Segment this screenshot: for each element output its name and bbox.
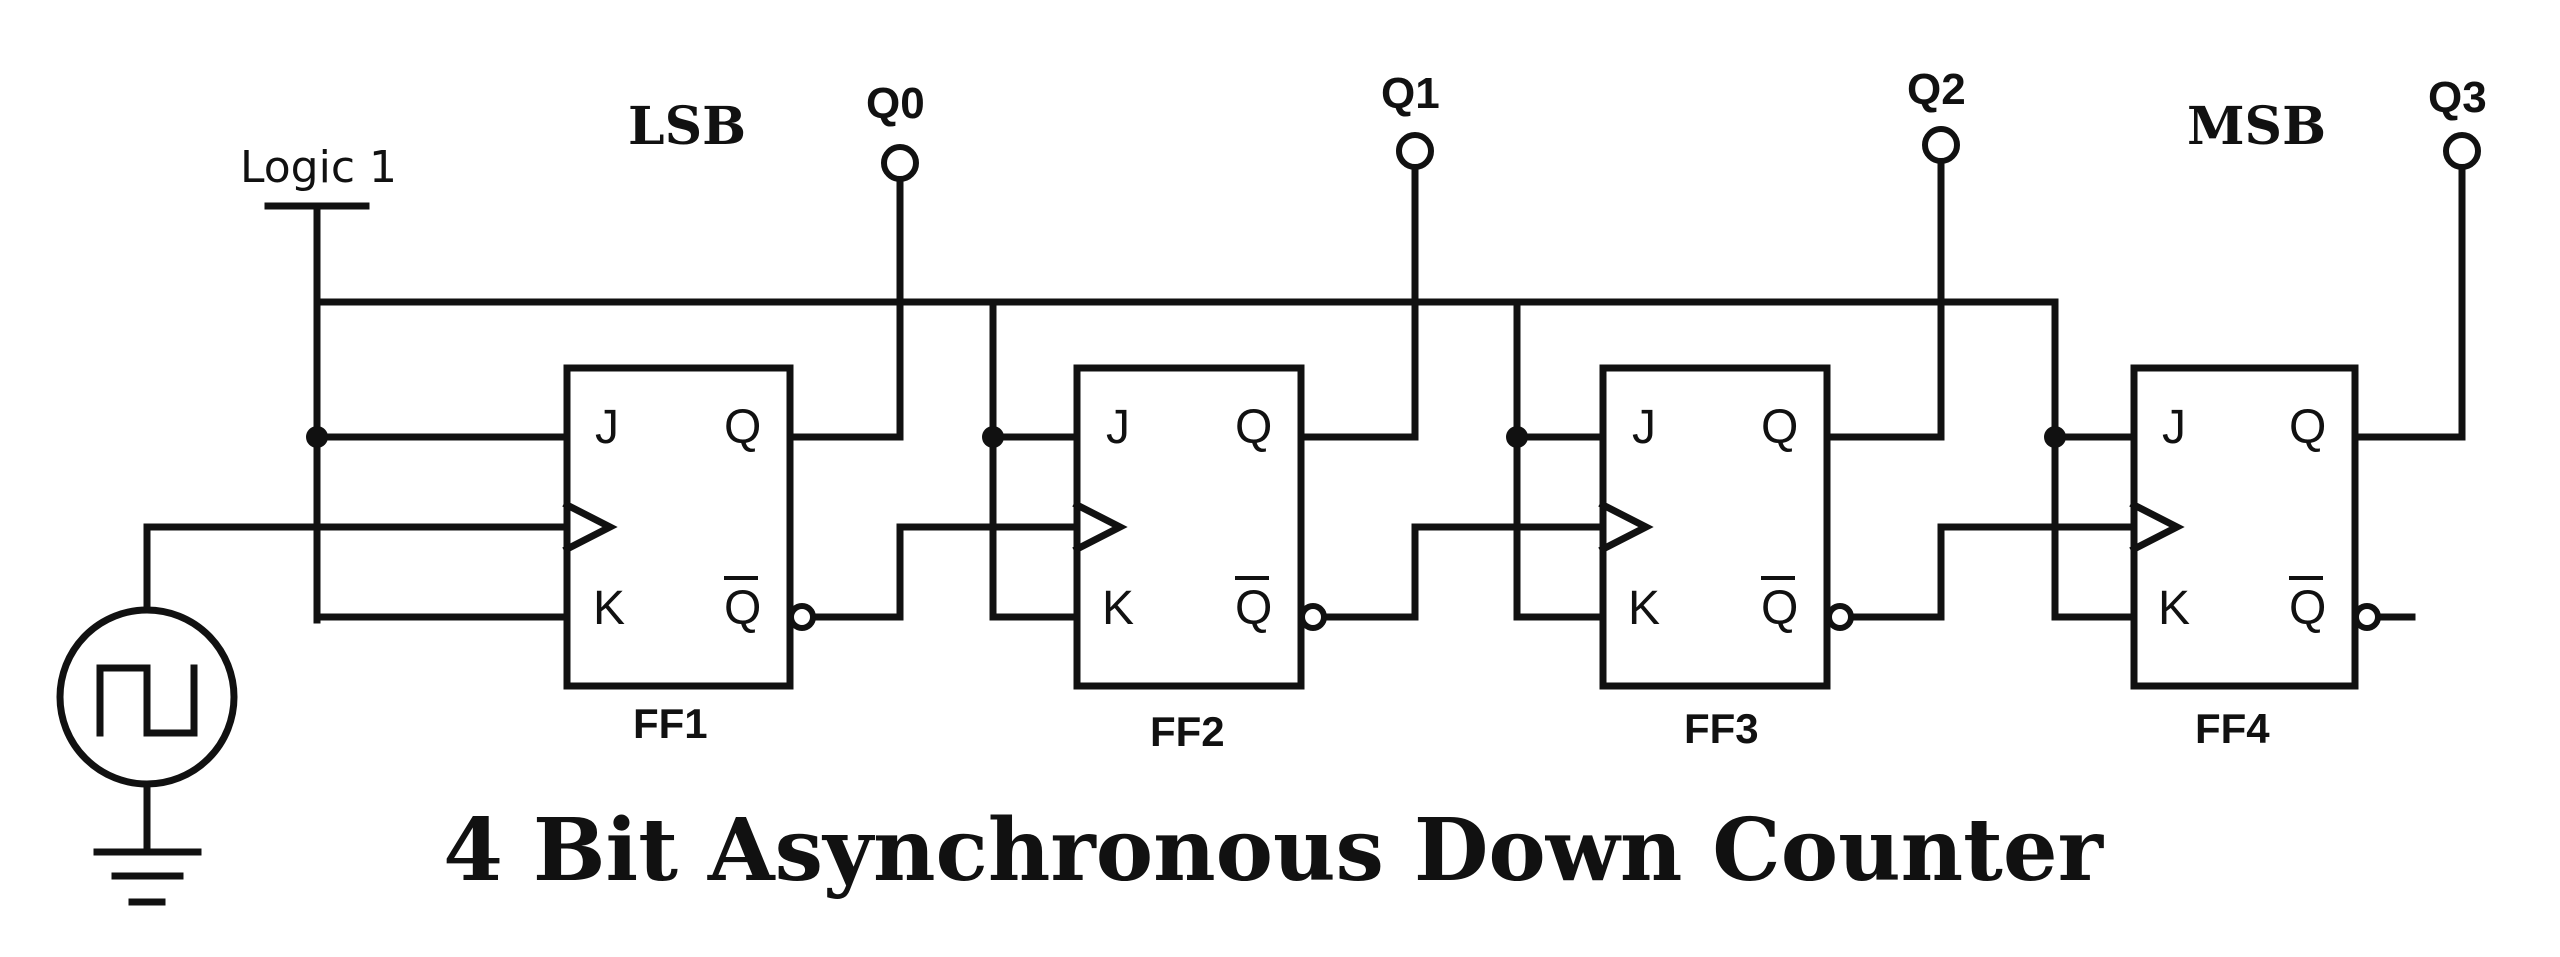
- j-pin-label: J: [1106, 401, 1130, 454]
- ff2-jk-wire: [989, 298, 1081, 621]
- clock-input-icon: [562, 500, 618, 554]
- ff2-q-output-wire: [1297, 162, 1419, 441]
- ff3-q-output-wire: [1823, 156, 1945, 441]
- q0-label: Q0: [866, 79, 925, 128]
- k-pin-label: K: [2158, 582, 2190, 635]
- ff3-jk-wire: [1513, 298, 1607, 621]
- ff1-label: FF1: [633, 700, 708, 747]
- q-pin-label: Q: [1761, 401, 1798, 454]
- q2-label: Q2: [1907, 65, 1966, 114]
- flip-flop-ff3: J K Q Q FF3: [1598, 364, 1854, 752]
- ff2-qbar-to-ff3-clock-wire: [1321, 523, 1608, 621]
- lsb-label: LSB: [628, 96, 746, 157]
- q-pin-label: Q: [1235, 401, 1272, 454]
- clock-wire: [143, 523, 584, 614]
- k-pin-label: K: [1102, 582, 1134, 635]
- k-pin-label: K: [1628, 582, 1660, 635]
- qbar-pin-label: Q: [1235, 582, 1272, 635]
- j-pin-label: J: [2162, 401, 2186, 454]
- clock-input-icon: [1598, 500, 1654, 554]
- ff4-label: FF4: [2195, 705, 2270, 752]
- q-pin-label: Q: [2289, 401, 2326, 454]
- ff4-q-output-wire: [2351, 162, 2466, 441]
- flip-flop-ff1: J K Q Q FF1: [562, 364, 816, 747]
- clock-input-icon: [1072, 500, 1128, 554]
- diagram-title: 4 Bit Asynchronous Down Counter: [443, 800, 2105, 901]
- flip-flop-ff2: J K Q Q FF2: [1072, 364, 1327, 755]
- junction-dot: [982, 426, 1004, 448]
- qbar-pin-label: Q: [724, 582, 761, 635]
- ff3-qbar-to-ff4-clock-wire: [1848, 523, 2139, 621]
- q3-terminal-icon: [2443, 132, 2481, 170]
- inverter-bubble-icon: [2353, 603, 2381, 631]
- junction-dot: [306, 426, 328, 448]
- inverter-bubble-icon: [1826, 603, 1854, 631]
- junction-dot: [1506, 426, 1528, 448]
- square-wave-icon: [96, 664, 198, 737]
- q1-label: Q1: [1381, 69, 1440, 118]
- ff3-label: FF3: [1684, 705, 1759, 752]
- q2-terminal-icon: [1922, 126, 1960, 164]
- j-pin-label: J: [1632, 401, 1656, 454]
- inverter-bubble-icon: [788, 603, 816, 631]
- clock-input-icon: [2129, 500, 2185, 554]
- ff1-qbar-to-ff2-clock-wire: [810, 523, 1082, 621]
- qbar-pin-label: Q: [2289, 582, 2326, 635]
- flip-flop-ff4: J K Q Q FF4: [2129, 364, 2381, 752]
- j-pin-label: J: [595, 401, 619, 454]
- q-pin-label: Q: [724, 401, 761, 454]
- qbar-pin-label: Q: [1761, 582, 1798, 635]
- q1-terminal-icon: [1396, 132, 1434, 170]
- msb-label: MSB: [2187, 96, 2326, 157]
- q3-label: Q3: [2428, 73, 2487, 122]
- ff2-label: FF2: [1150, 708, 1225, 755]
- q0-terminal-icon: [881, 144, 919, 182]
- ff1-q-output-wire: [786, 174, 904, 441]
- ff4-jk-wire: [2051, 298, 2138, 621]
- logic-1-label: Logic 1: [240, 142, 397, 193]
- k-pin-label: K: [593, 582, 625, 635]
- junction-dot: [2044, 426, 2066, 448]
- inverter-bubble-icon: [1299, 603, 1327, 631]
